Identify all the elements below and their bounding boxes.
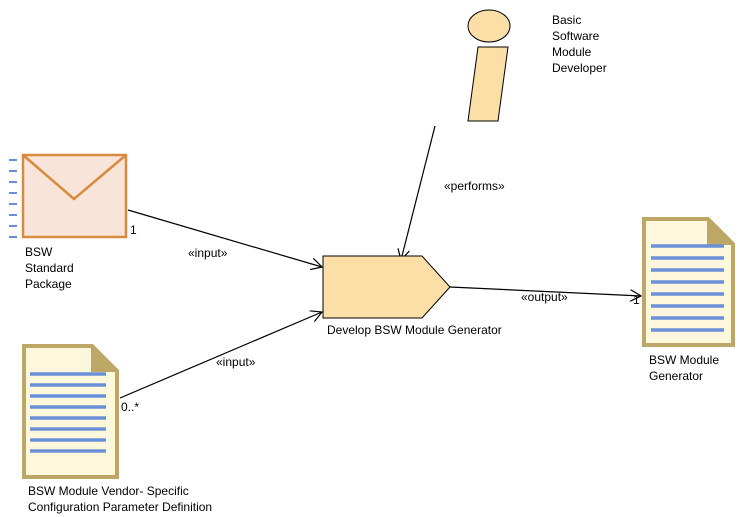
edge-label-performs: «performs» [444, 179, 505, 193]
dashes-icon [9, 159, 17, 238]
input-document-name: BSW Module Vendor- Specific Configuratio… [28, 484, 212, 514]
output-document[interactable]: 1 BSW Module Generator [633, 216, 736, 383]
edge-input-package[interactable] [127, 209, 322, 267]
document-icon [642, 216, 736, 347]
envelope-package-icon [21, 153, 128, 239]
input-document[interactable]: 0..* BSW Module Vendor- Specific Configu… [22, 343, 212, 514]
task-pentagon-icon [322, 255, 451, 319]
input-package-multiplicity: 1 [130, 223, 137, 237]
input-document-multiplicity: 0..* [121, 400, 139, 414]
output-document-name: BSW Module Generator [649, 353, 722, 383]
input-package-name: BSW Standard Package [25, 245, 77, 291]
task-name: Develop BSW Module Generator [327, 323, 502, 337]
edge-label-input-1: «input» [188, 246, 228, 260]
task-node[interactable]: Develop BSW Module Generator [322, 255, 502, 337]
input-package[interactable]: 1 BSW Standard Package [9, 153, 137, 291]
output-document-multiplicity: 1 [633, 293, 640, 307]
edge-label-input-2: «input» [216, 355, 256, 369]
edge-performs[interactable] [401, 125, 436, 260]
edge-input-document[interactable] [119, 312, 322, 399]
performer-role[interactable]: Basic Software Module Developer [467, 9, 607, 122]
edge-label-output: «output» [521, 290, 568, 304]
document-icon [22, 343, 120, 479]
edge-output[interactable] [449, 286, 641, 296]
role-person-icon [467, 9, 511, 122]
performer-name: Basic Software Module Developer [552, 13, 607, 75]
